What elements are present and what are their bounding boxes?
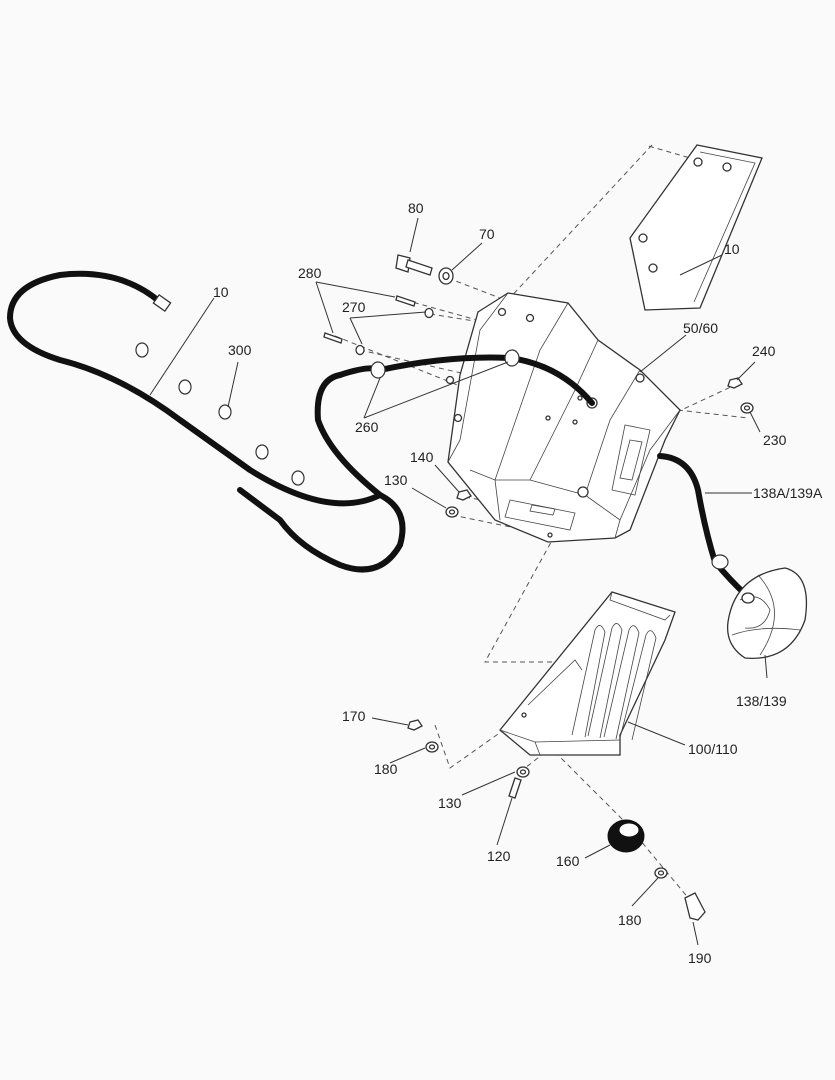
label-270: 270: [342, 299, 366, 315]
label-190: 190: [688, 950, 712, 966]
label-230: 230: [763, 432, 787, 448]
label-130-top: 130: [384, 472, 408, 488]
label-180-left: 180: [374, 761, 398, 777]
label-50-60: 50/60: [683, 320, 718, 336]
label-170: 170: [342, 708, 366, 724]
label-130-bottom: 130: [438, 795, 462, 811]
lamp-part: [726, 567, 808, 659]
main-housing-part: [445, 292, 681, 543]
label-300: 300: [228, 342, 252, 358]
cable-clips: [135, 342, 729, 570]
hardware-parts: [323, 254, 754, 921]
label-10-plate: 10: [724, 241, 740, 257]
label-180-bottom: 180: [618, 912, 642, 928]
label-80: 80: [408, 200, 424, 216]
label-138-139: 138/139: [736, 693, 787, 709]
label-260: 260: [355, 419, 379, 435]
label-138a-139a: 138A/139A: [753, 485, 823, 501]
label-140: 140: [410, 449, 434, 465]
ribbed-bracket-part: [499, 591, 676, 756]
label-280: 280: [298, 265, 322, 281]
label-70: 70: [479, 226, 495, 242]
label-100-110: 100/110: [688, 741, 738, 757]
label-10-cable: 10: [213, 284, 229, 300]
label-120: 120: [487, 848, 511, 864]
mounting-plate-part: [629, 144, 763, 311]
label-240: 240: [752, 343, 776, 359]
part-labels: 10 80 70 280 270 10 300 260 50/60 240 23…: [213, 200, 823, 966]
label-160: 160: [556, 853, 580, 869]
leader-lines: [149, 217, 768, 946]
